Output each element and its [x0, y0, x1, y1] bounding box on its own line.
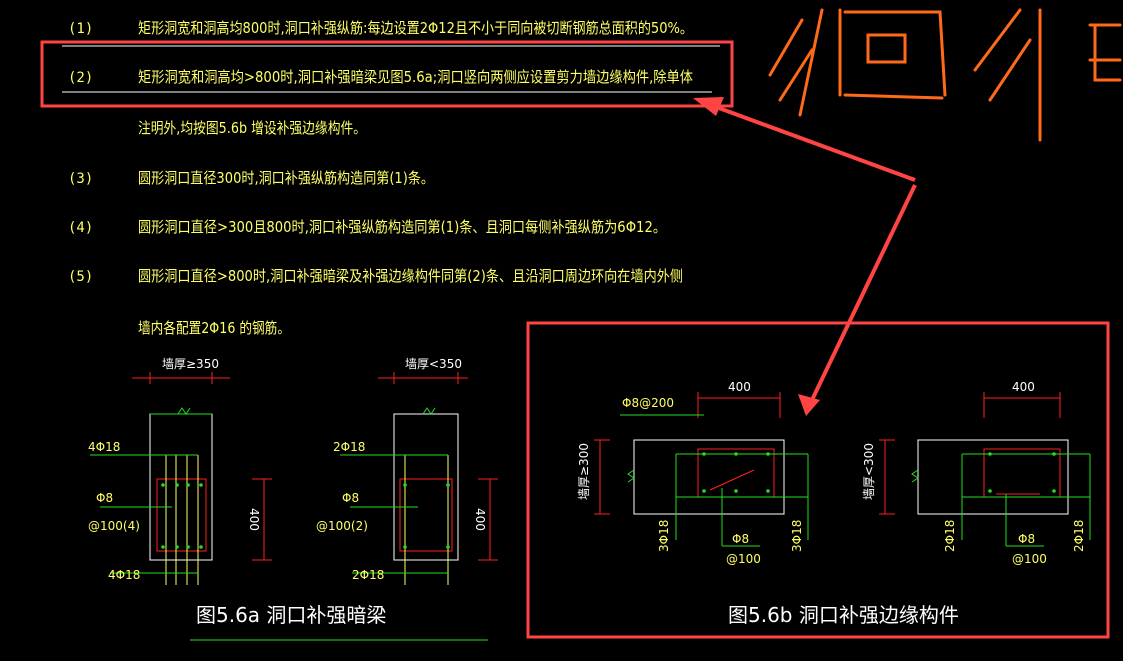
note-5-number: (5) — [68, 269, 93, 285]
note-3-number: (3) — [68, 171, 93, 187]
annotation-arrow — [693, 97, 917, 416]
fig-a-right-section: 墙厚<350 2Φ18 Φ8 @100(2) 2Φ18 400 — [316, 357, 498, 585]
fig-b-left-width-dim: 400 — [728, 380, 751, 394]
fig-b-right-stirrup-dia: Φ8 — [1018, 532, 1035, 546]
fig-a-right-stirrup-spacing: @100(2) — [316, 519, 368, 533]
fig-a-left-top-bar-label: 4Φ18 — [88, 440, 120, 454]
fig-a-right-top-bar-label: 2Φ18 — [333, 440, 365, 454]
highlight-box-note-2 — [40, 40, 734, 108]
fig-a-right-wall-dim: 墙厚<350 — [405, 357, 462, 371]
fig-a-caption: 图5.6a 洞口补强暗梁 — [196, 603, 386, 627]
fig-b-right-wall-dim: 墙厚<300 — [862, 443, 876, 500]
handwritten-scribble — [768, 8, 1122, 142]
fig-b-left-top-stirrup-label: Φ8@200 — [622, 396, 674, 410]
fig-b-left-bar-left-label: 3Φ18 — [657, 520, 671, 552]
note-4-text: 圆形洞口直径>300且800时,洞口补强纵筋构造同第(1)条、且洞口每侧补强纵筋… — [138, 218, 666, 236]
fig-a-left-bottom-bar-label: 4Φ18 — [108, 568, 140, 582]
note-5-text: 圆形洞口直径>800时,洞口补强暗梁及补强边缘构件同第(2)条、且沿洞口周边环向… — [138, 267, 683, 285]
note-4-number: (4) — [68, 220, 93, 236]
fig-a-left-section: 墙厚≥350 4Φ18 Φ8 @100(4) 4Φ18 — [88, 357, 272, 585]
fig-b-right-bar-left-label: 2Φ18 — [943, 520, 957, 552]
fig-b-left-stirrup-spacing: @100 — [726, 552, 761, 566]
fig-a-left-stirrup-spacing: @100(4) — [88, 519, 140, 533]
fig-a-left-height-dim: 400 — [247, 508, 261, 531]
fig-a-right-height-dim: 400 — [473, 508, 487, 531]
fig-b-left-bar-right-label: 3Φ18 — [790, 520, 804, 552]
figure-5-6a: 墙厚≥350 4Φ18 Φ8 @100(4) 4Φ18 — [88, 357, 498, 641]
highlight-box-fig-5-6b — [526, 321, 1110, 639]
note-3-text: 圆形洞口直径300时,洞口补强纵筋构造同第(1)条。 — [138, 169, 434, 187]
fig-b-right-section: 400 墙厚<300 2Φ18 2Φ18 Φ8 @100 — [862, 380, 1091, 566]
fig-b-left-section: 400 Φ8@200 墙厚≥300 3Φ18 3Φ18 — [577, 380, 809, 566]
fig-a-left-stirrup-dia: Φ8 — [96, 491, 113, 505]
fig-b-caption: 图5.6b 洞口补强边缘构件 — [728, 603, 959, 627]
note-2-text: 矩形洞宽和洞高均>800时,洞口补强暗梁见图5.6a;洞口竖向两侧应设置剪力墙边… — [138, 68, 693, 86]
note-1-text: 矩形洞宽和洞高均800时,洞口补强纵筋:每边设置2Φ12且不小于同向被切断钢筋总… — [138, 19, 693, 37]
fig-a-right-stirrup-dia: Φ8 — [342, 491, 359, 505]
fig-a-right-bottom-bar-label: 2Φ18 — [352, 568, 384, 582]
notes-block: (1) 矩形洞宽和洞高均800时,洞口补强纵筋:每边设置2Φ12且不小于同向被切… — [62, 19, 720, 337]
fig-b-left-wall-dim: 墙厚≥300 — [577, 443, 591, 500]
note-2-number: (2) — [68, 70, 93, 86]
fig-b-right-bar-right-label: 2Φ18 — [1072, 520, 1086, 552]
fig-b-right-stirrup-spacing: @100 — [1012, 552, 1047, 566]
fig-a-left-wall-dim: 墙厚≥350 — [162, 357, 219, 371]
note-5-continued: 墙内各配置2Φ16 的钢筋。 — [138, 319, 290, 337]
figure-5-6b: 400 Φ8@200 墙厚≥300 3Φ18 3Φ18 — [577, 380, 1091, 627]
fig-b-right-width-dim: 400 — [1012, 380, 1035, 394]
note-2-continued: 注明外,均按图5.6b 增设补强边缘构件。 — [138, 119, 366, 137]
note-1-number: (1) — [68, 21, 93, 37]
fig-b-left-stirrup-dia: Φ8 — [732, 532, 749, 546]
